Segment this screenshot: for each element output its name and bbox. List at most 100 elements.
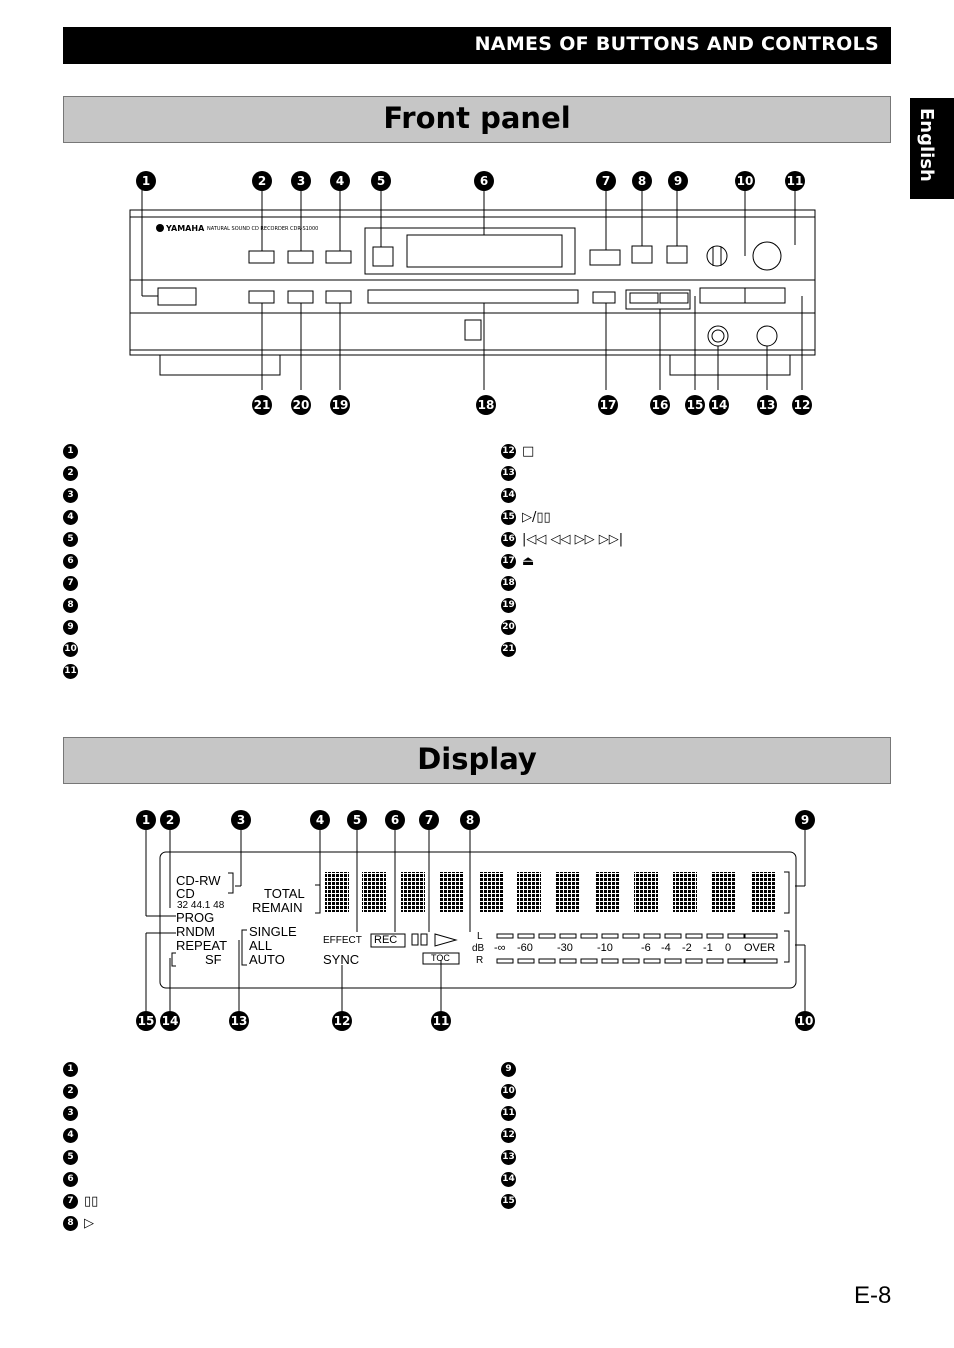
- display-title: Display: [417, 742, 537, 776]
- callout-number: 6: [474, 171, 494, 191]
- legend-number: 15: [501, 1194, 516, 1209]
- legend-number: 10: [501, 1084, 516, 1099]
- legend-item: 4: [63, 510, 78, 532]
- legend-number: 18: [501, 576, 516, 591]
- legend-item: 9: [63, 620, 78, 642]
- legend-number: 12: [501, 1128, 516, 1143]
- callout-number: 14: [160, 1011, 180, 1031]
- lcd-prog: PROG: [176, 910, 215, 925]
- page-number: E-8: [854, 1282, 892, 1309]
- legend-number: 10: [63, 642, 78, 657]
- lcd-all: ALL: [249, 938, 273, 953]
- legend-item: 1: [63, 444, 78, 466]
- legend-item: 16|◁◁ ◁◁ ▷▷ ▷▷|: [501, 532, 623, 554]
- front-panel-legend-left: 1 2 3 4 5 6 7 8 9 10 11: [63, 444, 78, 686]
- legend-number: 17: [501, 554, 516, 569]
- legend-number: 14: [501, 1172, 516, 1187]
- legend-item: 13: [501, 466, 623, 488]
- device-model-text: NATURAL SOUND CD RECORDER CDR-S1000: [207, 226, 319, 232]
- legend-number: 5: [63, 1150, 78, 1165]
- legend-item: 18: [501, 576, 623, 598]
- legend-item: 21: [501, 642, 623, 664]
- legend-number: 19: [501, 598, 516, 613]
- callout-number: 7: [596, 171, 616, 191]
- legend-item: 11: [63, 664, 78, 686]
- callout-number: 2: [160, 810, 180, 830]
- legend-item: 10: [501, 1084, 516, 1106]
- lcd-rec-indicator: REC: [374, 934, 398, 946]
- lcd-single: SINGLE: [249, 924, 297, 939]
- legend-item: 8: [63, 598, 78, 620]
- callout-number: 1: [136, 171, 156, 191]
- legend-item: 9: [501, 1062, 516, 1084]
- front-panel-title: Front panel: [383, 101, 571, 135]
- callout-number: 18: [476, 395, 496, 415]
- lcd-rndm: RNDM: [176, 924, 215, 939]
- legend-number: 11: [501, 1106, 516, 1121]
- legend-item: 7: [63, 576, 78, 598]
- legend-number: 11: [63, 664, 78, 679]
- legend-number: 1: [63, 1062, 78, 1077]
- callout-number: 13: [757, 395, 777, 415]
- legend-number: 1: [63, 444, 78, 459]
- legend-number: 15: [501, 510, 516, 525]
- front-panel-legend-right: 12□ 13 14 15▷/▯▯ 16|◁◁ ◁◁ ▷▷ ▷▷| 17⏏ 18 …: [501, 444, 623, 664]
- pause-symbol: ▯▯: [84, 1194, 99, 1209]
- callout-number: 4: [310, 810, 330, 830]
- legend-number: 12: [501, 444, 516, 459]
- callout-number: 8: [460, 810, 480, 830]
- callout-number: 11: [431, 1011, 451, 1031]
- play-symbol: ▷: [84, 1216, 94, 1231]
- legend-number: 9: [63, 620, 78, 635]
- legend-number: 2: [63, 1084, 78, 1099]
- legend-number: 4: [63, 510, 78, 525]
- legend-number: 7: [63, 576, 78, 591]
- callout-number: 17: [598, 395, 618, 415]
- legend-item: 5: [63, 532, 78, 554]
- lcd-remain: REMAIN: [252, 900, 303, 915]
- legend-number: 9: [501, 1062, 516, 1077]
- lcd-sync: SYNC: [323, 952, 360, 967]
- legend-number: 20: [501, 620, 516, 635]
- dot-matrix-characters: [325, 872, 349, 912]
- meter-r-label: R: [476, 955, 484, 966]
- meter-scale-tick: -10: [597, 942, 613, 954]
- legend-item: 19: [501, 598, 623, 620]
- meter-scale-tick: 0: [725, 942, 732, 954]
- legend-item: 6: [63, 554, 78, 576]
- device-brand: YAMAHA: [166, 224, 205, 233]
- legend-number: 14: [501, 488, 516, 503]
- callout-number: 5: [347, 810, 367, 830]
- meter-scale-tick: -2: [682, 942, 692, 954]
- lcd-sf: SF: [205, 952, 222, 967]
- legend-number: 13: [501, 1150, 516, 1165]
- section-header-title: NAMES OF BUTTONS AND CONTROLS: [474, 33, 879, 55]
- legend-number: 8: [63, 1216, 78, 1231]
- callout-number: 3: [291, 171, 311, 191]
- callout-number: 3: [231, 810, 251, 830]
- legend-item: 11: [501, 1106, 516, 1128]
- legend-item: 10: [63, 642, 78, 664]
- display-panel-drawing: [145, 830, 806, 1015]
- language-tab: English: [910, 98, 954, 199]
- legend-item: 17 ⏏: [501, 554, 623, 576]
- legend-number: 7: [63, 1194, 78, 1209]
- legend-number: 13: [501, 466, 516, 481]
- callout-number: 21: [252, 395, 272, 415]
- legend-number: 4: [63, 1128, 78, 1143]
- callout-number: 15: [685, 395, 705, 415]
- eject-symbol: ⏏: [522, 554, 535, 569]
- legend-number: 5: [63, 532, 78, 547]
- legend-number: 3: [63, 1106, 78, 1121]
- cd-recorder-front-panel-drawing: [129, 190, 816, 390]
- callout-number: 8: [632, 171, 652, 191]
- legend-item: 14: [501, 488, 623, 510]
- lcd-auto: AUTO: [249, 952, 285, 967]
- lcd-cd-rw: CD-RW: [176, 873, 221, 888]
- section-header-bar: NAMES OF BUTTONS AND CONTROLS: [63, 27, 891, 64]
- callout-number: 11: [785, 171, 805, 191]
- callout-number: 19: [330, 395, 350, 415]
- legend-item: 13: [501, 1150, 516, 1172]
- legend-number: 2: [63, 466, 78, 481]
- callout-number: 10: [735, 171, 755, 191]
